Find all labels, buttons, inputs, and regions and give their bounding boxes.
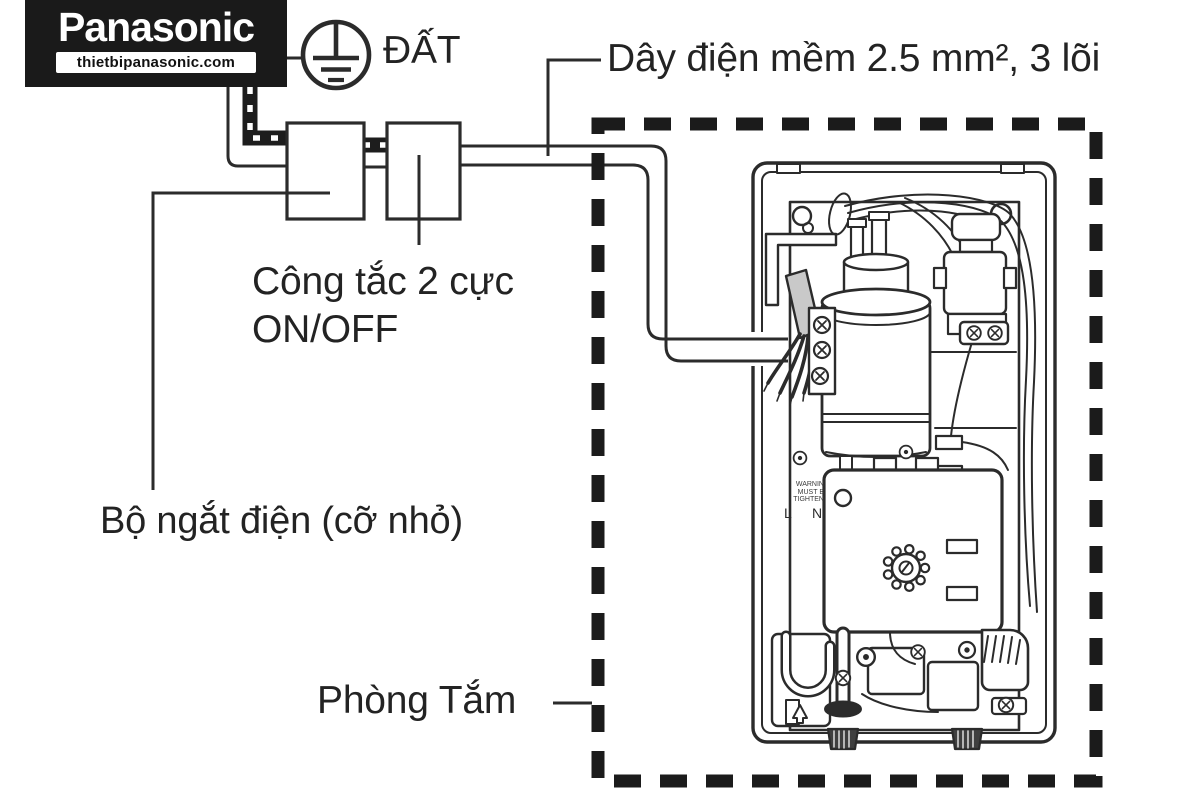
outlet-valve-assembly — [834, 628, 1030, 716]
board-slot — [945, 538, 979, 555]
bathroom-label: Phòng Tắm — [317, 679, 517, 722]
switch-label-line1: Công tắc 2 cực — [252, 260, 514, 303]
water-pipe-stubs — [826, 727, 984, 751]
breaker-leader-line — [151, 191, 330, 490]
ground-label: ĐẤT — [383, 29, 461, 72]
site-banner: thietbipanasonic.com — [56, 52, 256, 73]
supply-wiring — [226, 87, 388, 169]
switch-label: Công tắc 2 cực ON/OFF — [252, 258, 514, 354]
switch-label-line2: ON/OFF — [252, 308, 399, 351]
flow-arrow — [792, 704, 808, 724]
cable-label: Dây điện mềm 2.5 mm², 3 lõi — [607, 37, 1101, 80]
bathroom-boundary — [591, 117, 1103, 788]
inlet-valve-assembly — [770, 630, 836, 728]
switch-box — [385, 121, 462, 245]
control-board — [822, 456, 1004, 634]
flexible-cable — [460, 144, 788, 363]
breaker-box — [285, 121, 366, 221]
heater-internals — [763, 192, 1038, 751]
solenoid-valve — [932, 212, 1018, 346]
brand-name: Panasonic — [57, 4, 255, 50]
drain-pipe — [824, 626, 862, 718]
cable-leader-line — [546, 58, 601, 156]
adjuster-knob — [882, 543, 931, 592]
breaker-label: Bộ ngắt điện (cỡ nhỏ) — [100, 500, 463, 542]
panasonic-logo: Panasonic thietbipanasonic.com — [25, 0, 287, 87]
terminal-l-label: L — [784, 505, 792, 521]
unit-warning-text: WARNIN MUST B TIGHTEN — [793, 481, 824, 503]
terminal-n-label: N — [812, 505, 823, 521]
heater-cylinder — [820, 211, 932, 473]
ground-icon — [287, 19, 372, 91]
site-url: thietbipanasonic.com — [76, 54, 236, 71]
board-slot — [945, 585, 979, 602]
